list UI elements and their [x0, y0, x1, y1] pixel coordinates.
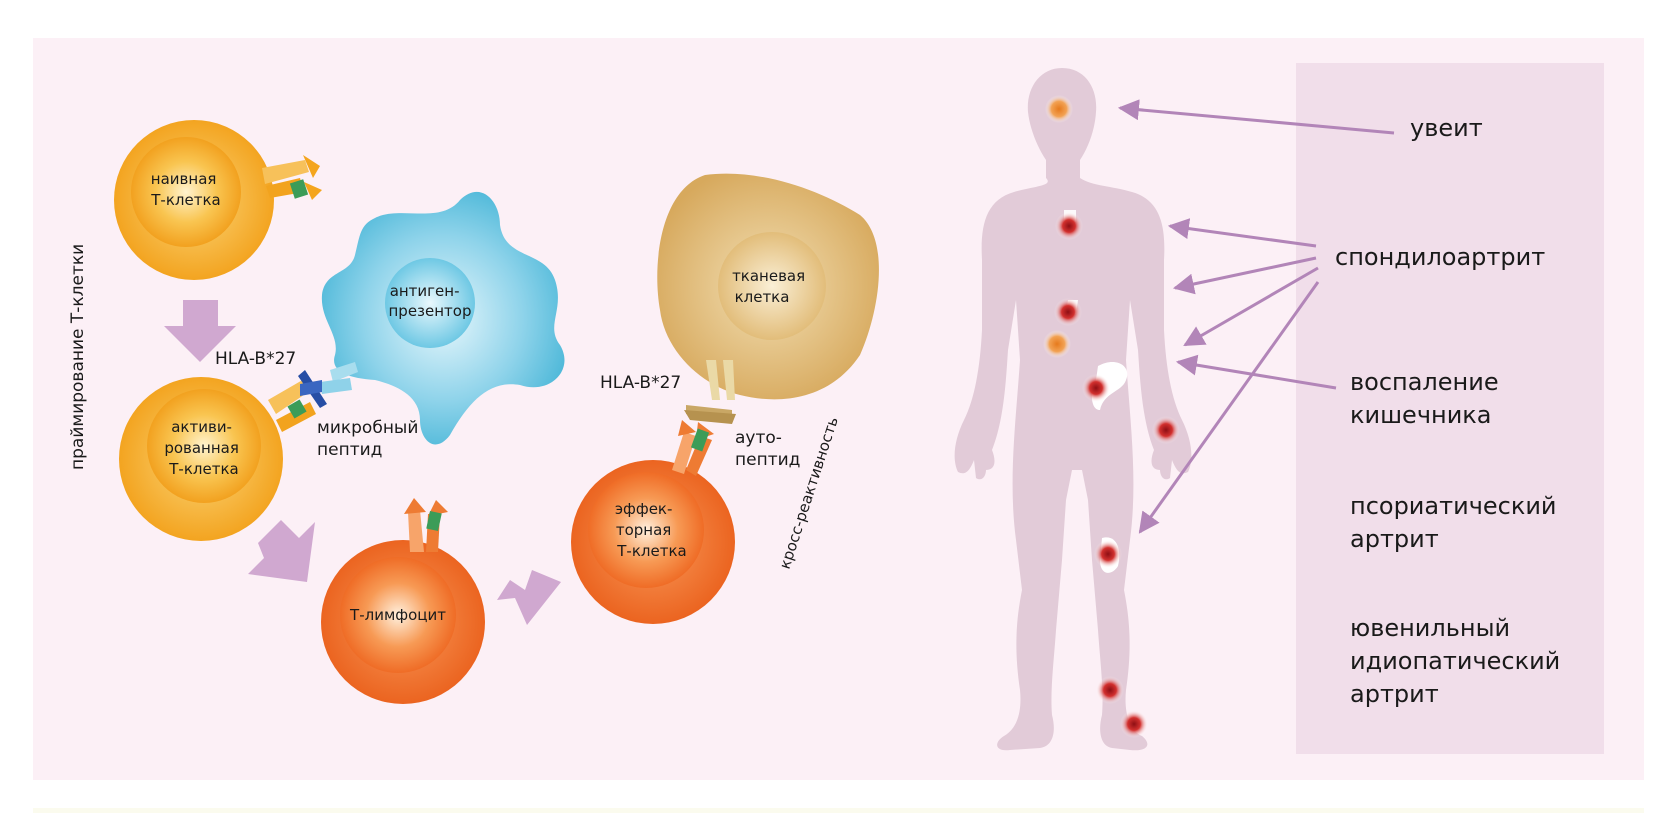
- disease-pointer-arrows: [1117, 99, 1395, 534]
- inflammation-spots: [1043, 95, 1180, 738]
- eye-inflammation-spot: [1045, 95, 1073, 123]
- hla-molecule: [684, 360, 736, 424]
- activated-t-cell: активи- рованная Т-клетка: [119, 377, 316, 541]
- spine-inflammation-spot: [1054, 298, 1082, 326]
- hand-inflammation-spot: [1152, 416, 1180, 444]
- hla-label-left: HLA-B*27: [215, 349, 296, 369]
- t-lymphocyte: Т-лимфоцит: [321, 498, 485, 704]
- disease-spondyloarthritis: спондилоартрит: [1335, 243, 1546, 271]
- lymphocyte-label: Т-лимфоцит: [349, 606, 446, 624]
- flow-arrow-3: [497, 570, 561, 625]
- pointer-spondyloarthritis: [1167, 218, 1317, 248]
- tissue-cell: тканевая клетка: [657, 173, 879, 424]
- disease-juvenile-arthritis: ювенильный идиопатический артрит: [1350, 614, 1561, 708]
- knee-inflammation-spot: [1094, 540, 1122, 568]
- activated-cell-label: активи- рованная Т-клетка: [164, 418, 243, 478]
- t-cell-receptor: [262, 155, 322, 200]
- bottom-strip: [33, 808, 1644, 813]
- t-cell-receptor: [404, 498, 448, 552]
- disease-list-panel: [1296, 63, 1604, 754]
- flow-arrow-1: [164, 300, 236, 362]
- auto-peptide-label: ауто- пептид: [735, 428, 800, 470]
- ankle-inflammation-spot: [1096, 676, 1124, 704]
- hla-molecule: [298, 362, 358, 408]
- pointer-uveitis: [1117, 99, 1395, 135]
- naive-cell-label: наивная Т-клетка: [150, 170, 221, 209]
- tissue-cell-label: тканевая клетка: [732, 267, 810, 306]
- antigen-presenting-cell: антиген- презентор: [298, 191, 565, 445]
- hla-label-right: HLA-B*27: [600, 373, 681, 393]
- priming-label: праймирование Т-клетки: [68, 244, 88, 470]
- pointer-spondyloarthritis: [1138, 281, 1320, 534]
- pointer-spondyloarthritis: [1172, 256, 1317, 295]
- disease-psoriatic-arthritis: псориатический артрит: [1350, 492, 1557, 553]
- hip-inflammation-spot: [1082, 374, 1110, 402]
- gut-inflammation-spot: [1043, 330, 1071, 358]
- pointer-spondyloarthritis: [1183, 266, 1319, 347]
- pointer-bowel-inflammation: [1175, 354, 1337, 390]
- spine-inflammation-spot: [1055, 212, 1083, 240]
- foot-inflammation-spot: [1120, 710, 1148, 738]
- microbial-peptide-label: микробный пептид: [317, 418, 424, 460]
- apc-label: антиген- презентор: [388, 282, 471, 320]
- disease-uveitis: увеит: [1410, 114, 1483, 142]
- human-body-figure: [954, 68, 1192, 751]
- t-cell-receptor: [672, 420, 714, 476]
- effector-cell-label: эффек- торная Т-клетка: [615, 500, 687, 560]
- flow-arrow-2: [248, 520, 315, 582]
- effector-t-cell: эффек- торная Т-клетка: [571, 420, 735, 624]
- naive-t-cell: наивная Т-клетка: [114, 120, 322, 280]
- disease-bowel-inflammation: воспаление кишечника: [1350, 368, 1499, 429]
